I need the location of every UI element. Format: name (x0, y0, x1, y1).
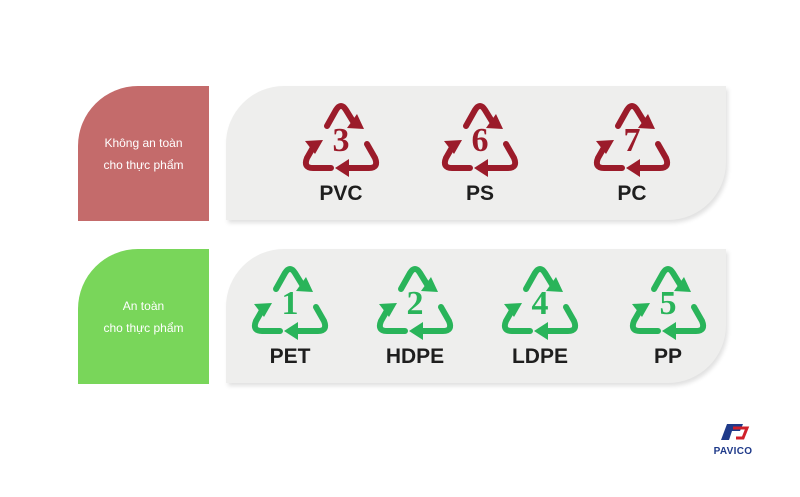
resin-number: 2 (406, 285, 424, 322)
recycle-triangle-icon (441, 103, 519, 177)
unsafe-label-box: Không an toàn cho thực phẩm (78, 86, 209, 221)
resin-code: PP (653, 345, 682, 368)
recycle-triangle-icon (251, 266, 329, 340)
recycle-symbol-2: 2 HDPE (365, 259, 465, 371)
recycle-symbol-6: 6 PS (430, 96, 530, 208)
resin-code: PS (465, 182, 494, 205)
pavico-logo-icon (721, 424, 750, 440)
resin-number: 7 (623, 122, 641, 159)
recycle-triangle-icon (376, 266, 454, 340)
unsafe-label-text: Không an toàn cho thực phẩm (103, 135, 184, 172)
recycle-symbol-4: 4 LDPE (490, 259, 590, 371)
logo-text: PAVICO (713, 446, 753, 457)
recycle-symbol-1: 1 PET (240, 259, 340, 371)
resin-number: 4 (531, 285, 549, 322)
resin-code: PET (269, 345, 311, 368)
pavico-logo: PAVICO (703, 418, 763, 458)
resin-number: 6 (471, 122, 489, 159)
recycle-triangle-icon (501, 266, 579, 340)
safe-label-text: An toàn cho thực phẩm (103, 298, 184, 335)
recycle-symbol-5: 5 PP (618, 259, 718, 371)
safe-label-box: An toàn cho thực phẩm (78, 249, 209, 384)
resin-number: 5 (659, 285, 677, 322)
recycle-symbol-3: 3 PVC (291, 96, 391, 208)
recycle-triangle-icon (629, 266, 707, 340)
resin-code: HDPE (385, 345, 445, 368)
resin-number: 3 (332, 122, 350, 159)
recycle-triangle-icon (593, 103, 671, 177)
safe-symbols-panel: 1 PET 2 HDPE 4 LDPE 5 PP (226, 249, 726, 383)
resin-number: 1 (281, 285, 299, 322)
recycle-symbol-7: 7 PC (582, 96, 682, 208)
unsafe-symbols-panel: 3 PVC 6 PS 7 PC (226, 86, 726, 220)
resin-code: LDPE (511, 345, 568, 368)
resin-code: PC (617, 182, 647, 205)
recycle-triangle-icon (302, 103, 380, 177)
resin-code: PVC (319, 182, 363, 205)
